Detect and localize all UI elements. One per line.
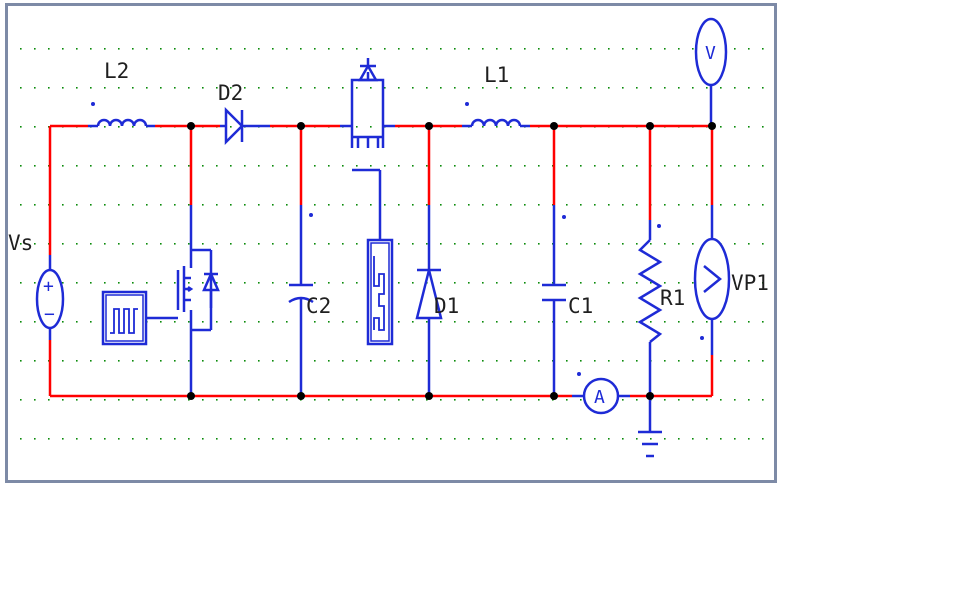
node bbox=[425, 392, 433, 400]
label-c2: C2 bbox=[306, 294, 331, 318]
ammeter-icon[interactable] bbox=[572, 372, 630, 415]
label-r1: R1 bbox=[660, 286, 685, 310]
label-vp1: VP1 bbox=[731, 271, 769, 295]
node bbox=[550, 392, 558, 400]
node bbox=[187, 122, 195, 130]
source-plus-sign: + bbox=[43, 276, 54, 297]
node bbox=[297, 392, 305, 400]
mosfet-switch-top-icon[interactable] bbox=[340, 58, 395, 240]
label-d2: D2 bbox=[218, 81, 243, 105]
inductor-l2-icon[interactable] bbox=[88, 102, 155, 128]
capacitor-c1-icon[interactable] bbox=[542, 205, 566, 396]
node bbox=[646, 392, 654, 400]
vs-source-icon[interactable] bbox=[35, 255, 65, 340]
source-minus-sign: − bbox=[44, 304, 55, 325]
ammeter-label: A bbox=[594, 387, 605, 408]
label-c1: C1 bbox=[568, 294, 593, 318]
mosfet-switch-bottom-icon[interactable] bbox=[146, 205, 220, 396]
label-l1: L1 bbox=[484, 63, 509, 87]
diode-d1-icon[interactable] bbox=[415, 205, 443, 396]
capacitor-c2-icon[interactable] bbox=[288, 205, 314, 396]
node bbox=[297, 122, 305, 130]
diode-d2-icon[interactable] bbox=[220, 106, 270, 146]
label-vs: Vs bbox=[8, 231, 33, 255]
gating-block-bottom-icon[interactable] bbox=[101, 290, 148, 346]
voltmeter-icon[interactable] bbox=[694, 17, 728, 126]
gating-block-top-icon[interactable] bbox=[366, 238, 394, 346]
inductor-l1-icon[interactable] bbox=[462, 102, 530, 128]
node bbox=[550, 122, 558, 130]
label-d1: D1 bbox=[434, 294, 459, 318]
resistor-r1-icon[interactable] bbox=[637, 220, 663, 396]
node bbox=[425, 122, 433, 130]
label-l2: L2 bbox=[104, 59, 129, 83]
junction-nodes bbox=[187, 122, 716, 400]
node bbox=[708, 122, 716, 130]
voltage-probe-vp1-icon[interactable] bbox=[693, 205, 731, 355]
voltmeter-label: V bbox=[705, 43, 716, 64]
node bbox=[187, 392, 195, 400]
node bbox=[646, 122, 654, 130]
ground-icon bbox=[638, 396, 662, 458]
